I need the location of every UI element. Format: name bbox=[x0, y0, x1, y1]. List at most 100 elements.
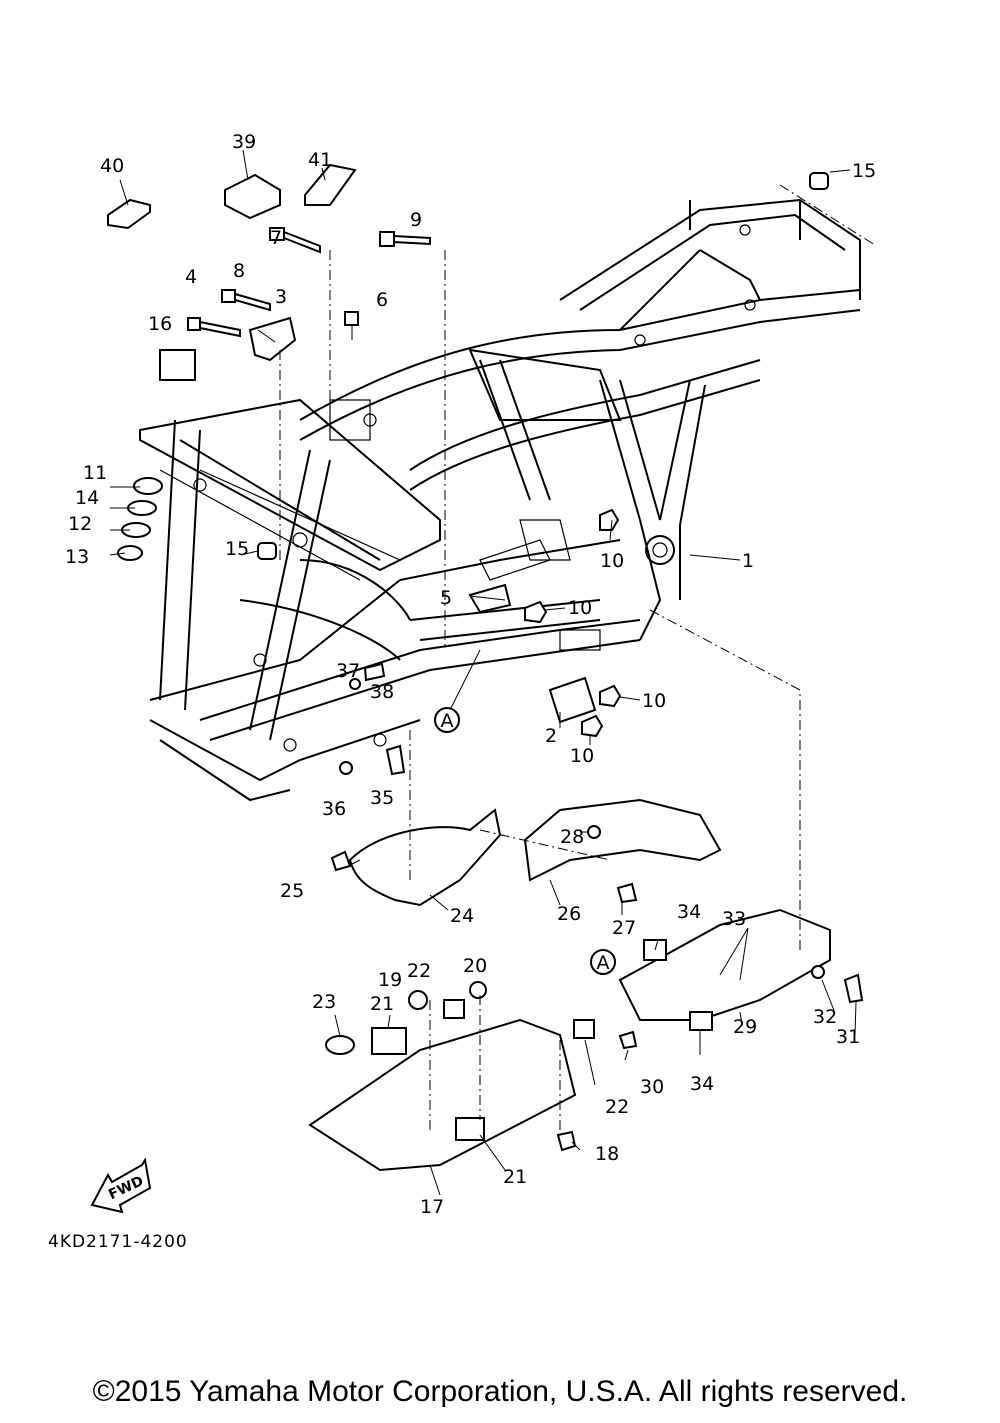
part-22-pad-a bbox=[443, 999, 465, 1019]
label-10-c: 10 bbox=[642, 690, 666, 712]
label-41: 41 bbox=[308, 149, 332, 171]
part-28-grommet bbox=[587, 825, 601, 839]
label-15: 15 bbox=[225, 538, 249, 560]
part-13-washer bbox=[117, 545, 143, 561]
label-21-a: 21 bbox=[370, 993, 394, 1015]
label-21-b: 21 bbox=[503, 1166, 527, 1188]
label-11: 11 bbox=[83, 462, 107, 484]
label-32: 32 bbox=[813, 1006, 837, 1028]
part-11-grommet bbox=[133, 477, 163, 495]
diagram-code: 4KD2171-4200 bbox=[48, 1232, 188, 1252]
part-36-washer bbox=[339, 761, 353, 775]
fwd-arrow: FWD bbox=[90, 1157, 152, 1214]
label-28: 28 bbox=[560, 826, 584, 848]
part-38-washer bbox=[349, 678, 361, 690]
part-10-nut-a bbox=[599, 508, 620, 531]
label-20: 20 bbox=[463, 955, 487, 977]
part-10-nut-b bbox=[524, 600, 548, 624]
part-3-bracket bbox=[248, 316, 297, 362]
part-19-grommet bbox=[408, 990, 428, 1010]
label-24: 24 bbox=[450, 905, 474, 927]
part-15-collar bbox=[257, 542, 277, 560]
label-8: 8 bbox=[233, 260, 245, 282]
label-34-b: 34 bbox=[690, 1073, 714, 1095]
label-38: 38 bbox=[370, 681, 394, 703]
part-18-bolt bbox=[556, 1130, 577, 1152]
part-10-nut-d bbox=[581, 714, 604, 738]
part-39-cover bbox=[224, 173, 281, 220]
label-1: 1 bbox=[742, 550, 754, 572]
part-8-bolt bbox=[221, 289, 271, 312]
part-16-damper bbox=[159, 349, 196, 381]
copyright-notice: ©2015 Yamaha Motor Corporation, U.S.A. A… bbox=[92, 1375, 908, 1408]
svg-text:A: A bbox=[441, 710, 454, 732]
label-23: 23 bbox=[312, 991, 336, 1013]
label-14: 14 bbox=[75, 487, 99, 509]
label-30: 30 bbox=[640, 1076, 664, 1098]
label-17: 17 bbox=[420, 1196, 444, 1218]
part-30-bolt bbox=[618, 1030, 638, 1050]
label-2: 2 bbox=[545, 725, 557, 747]
part-32-washer bbox=[811, 965, 825, 979]
reference-lines bbox=[279, 184, 876, 1130]
ref-mark-a-1: A bbox=[434, 707, 460, 733]
part-15-collar-top bbox=[809, 172, 829, 190]
part-27-bolt bbox=[616, 882, 638, 904]
label-31: 31 bbox=[836, 1026, 860, 1048]
label-16: 16 bbox=[148, 313, 172, 335]
part-6-bolt bbox=[344, 311, 359, 326]
part-7-bolt bbox=[269, 227, 321, 254]
label-22-a: 22 bbox=[407, 960, 431, 982]
part-40-clip bbox=[107, 198, 151, 230]
label-19: 19 bbox=[378, 969, 402, 991]
label-36: 36 bbox=[322, 798, 346, 820]
part-10-nut-c bbox=[599, 684, 622, 708]
part-21-damper-a bbox=[371, 1027, 407, 1055]
label-7: 7 bbox=[270, 227, 282, 249]
label-35: 35 bbox=[370, 787, 394, 809]
label-13: 13 bbox=[65, 546, 89, 568]
part-41-plate bbox=[304, 163, 357, 206]
label-10-d: 10 bbox=[570, 745, 594, 767]
leader-lines bbox=[109, 149, 857, 1196]
part-20-grommet bbox=[469, 981, 487, 999]
label-18: 18 bbox=[595, 1143, 619, 1165]
part-25-bolt bbox=[330, 850, 352, 872]
part-29-skid-plate bbox=[618, 908, 831, 1021]
part-26-guard bbox=[523, 798, 722, 882]
label-4: 4 bbox=[185, 266, 197, 288]
frame-assembly bbox=[139, 198, 861, 802]
label-9: 9 bbox=[410, 209, 422, 231]
svg-text:A: A bbox=[597, 952, 610, 974]
label-6: 6 bbox=[376, 289, 388, 311]
part-23-grommet bbox=[325, 1035, 355, 1055]
label-5: 5 bbox=[440, 587, 452, 609]
label-40: 40 bbox=[100, 155, 124, 177]
part-9-bolt bbox=[379, 231, 431, 247]
part-2-plate bbox=[548, 676, 597, 724]
part-17-skid-plate bbox=[308, 1018, 577, 1172]
label-33: 33 bbox=[722, 908, 746, 930]
part-37-bolt bbox=[363, 662, 386, 682]
part-35-bolt bbox=[385, 744, 406, 776]
label-3: 3 bbox=[275, 286, 287, 308]
label-26: 26 bbox=[557, 903, 581, 925]
part-labels: 1 2 3 4 5 6 7 8 9 10 10 10 10 11 12 13 1… bbox=[65, 131, 876, 1218]
label-10-a: 10 bbox=[600, 550, 624, 572]
label-29: 29 bbox=[733, 1016, 757, 1038]
small-parts bbox=[107, 163, 864, 1172]
part-21-damper-b bbox=[455, 1117, 485, 1141]
label-27: 27 bbox=[612, 917, 636, 939]
label-37: 37 bbox=[336, 660, 360, 682]
part-24-guard bbox=[348, 808, 502, 907]
part-22-pad-b bbox=[573, 1019, 595, 1039]
label-15-top: 15 bbox=[852, 160, 876, 182]
label-34-a: 34 bbox=[677, 901, 701, 923]
label-10-b: 10 bbox=[568, 597, 592, 619]
label-12: 12 bbox=[68, 513, 92, 535]
ref-mark-a-2: A bbox=[590, 949, 616, 975]
label-22-b: 22 bbox=[605, 1096, 629, 1118]
label-39: 39 bbox=[232, 131, 256, 153]
